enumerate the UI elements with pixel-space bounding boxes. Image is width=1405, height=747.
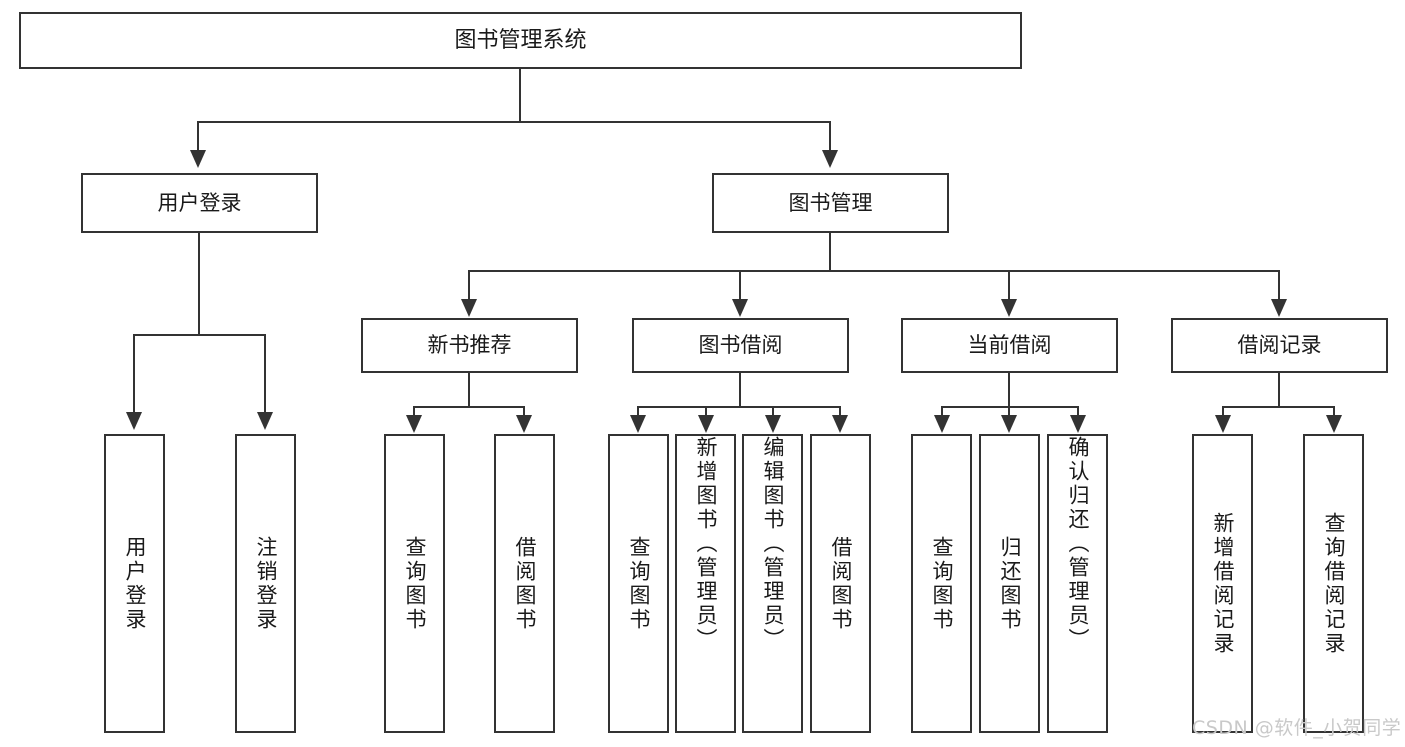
connector-user-login-drop-2	[264, 334, 266, 413]
connector-borrow-record-drop-1	[1222, 406, 1224, 418]
node-label: 用户登录	[123, 535, 147, 632]
leaf-user-login[interactable]: 用户登录	[104, 434, 165, 733]
arrowhead-icon	[257, 412, 273, 430]
arrowhead-icon	[1215, 415, 1231, 433]
arrowhead-icon	[461, 299, 477, 317]
watermark-text: CSDN @软件_小贺同学	[1192, 717, 1402, 739]
node-label: 查询图书	[627, 535, 651, 632]
node-borrow-record[interactable]: 借阅记录	[1171, 318, 1388, 373]
node-book-borrow[interactable]: 图书借阅	[632, 318, 849, 373]
connector-new-book-drop-2	[523, 406, 525, 418]
arrowhead-icon	[630, 415, 646, 433]
connector-current-borrow-drop-1	[941, 406, 943, 418]
node-label: 注销登录	[254, 535, 278, 632]
arrowhead-icon	[126, 412, 142, 430]
leaf-query-book-current[interactable]: 查询图书	[911, 434, 972, 733]
connector-book-mgmt-drop-4	[1278, 270, 1280, 300]
node-current-borrow[interactable]: 当前借阅	[901, 318, 1118, 373]
connector-root-stem	[519, 69, 521, 122]
node-label: 当前借阅	[967, 333, 1052, 358]
connector-user-login-drop-1	[133, 334, 135, 413]
leaf-logout[interactable]: 注销登录	[235, 434, 296, 733]
leaf-query-book-borrow[interactable]: 查询图书	[608, 434, 669, 733]
connector-current-borrow-stem	[1008, 373, 1010, 408]
leaf-confirm-return-admin[interactable]: 确认归还（管理员）	[1047, 434, 1108, 733]
node-label: 归还图书	[998, 535, 1022, 632]
node-label: 图书管理	[788, 190, 873, 215]
node-label: 查询图书	[403, 535, 427, 632]
node-new-book-recommend[interactable]: 新书推荐	[361, 318, 578, 373]
arrowhead-icon	[1001, 299, 1017, 317]
connector-current-borrow-drop-2	[1008, 406, 1010, 418]
arrowhead-icon	[190, 150, 206, 168]
node-label: 图书借阅	[698, 333, 783, 358]
node-label: 查询借阅记录	[1322, 511, 1346, 656]
connector-book-mgmt-stem	[829, 233, 831, 271]
node-label: 用户登录	[157, 190, 242, 215]
connector-book-borrow-drop-3	[772, 406, 774, 418]
connector-book-mgmt-bar	[468, 270, 1280, 272]
connector-current-borrow-bar	[941, 406, 1079, 408]
node-book-management[interactable]: 图书管理	[712, 173, 949, 233]
arrowhead-icon	[516, 415, 532, 433]
connector-root-bar	[197, 121, 831, 123]
leaf-add-borrow-record[interactable]: 新增借阅记录	[1192, 434, 1253, 733]
connector-current-borrow-drop-3	[1077, 406, 1079, 418]
arrowhead-icon	[406, 415, 422, 433]
connector-new-book-drop-1	[413, 406, 415, 418]
arrowhead-icon	[732, 299, 748, 317]
node-label: 借阅图书	[829, 535, 853, 632]
arrowhead-icon	[1070, 415, 1086, 433]
leaf-borrow-book-recommend[interactable]: 借阅图书	[494, 434, 555, 733]
connector-book-borrow-drop-2	[705, 406, 707, 418]
connector-borrow-record-drop-2	[1333, 406, 1335, 418]
connector-new-book-stem	[468, 373, 470, 408]
leaf-borrow-book[interactable]: 借阅图书	[810, 434, 871, 733]
arrowhead-icon	[1326, 415, 1342, 433]
connector-new-book-bar	[413, 406, 525, 408]
node-label: 新增借阅记录	[1211, 511, 1235, 656]
node-label: 借阅图书	[513, 535, 537, 632]
leaf-edit-book-admin[interactable]: 编辑图书（管理员）	[742, 434, 803, 733]
connector-borrow-record-bar	[1222, 406, 1335, 408]
node-label: 借阅记录	[1237, 333, 1322, 358]
arrowhead-icon	[765, 415, 781, 433]
connector-book-borrow-stem	[739, 373, 741, 408]
connector-book-mgmt-drop-1	[468, 270, 470, 300]
arrowhead-icon	[934, 415, 950, 433]
connector-book-borrow-bar	[637, 406, 841, 408]
leaf-return-book[interactable]: 归还图书	[979, 434, 1040, 733]
connector-borrow-record-stem	[1278, 373, 1280, 408]
node-user-login[interactable]: 用户登录	[81, 173, 318, 233]
node-root-system[interactable]: 图书管理系统	[19, 12, 1022, 69]
arrowhead-icon	[832, 415, 848, 433]
node-label: 新书推荐	[427, 333, 512, 358]
connector-user-login-bar	[133, 334, 265, 336]
leaf-query-borrow-record[interactable]: 查询借阅记录	[1303, 434, 1364, 733]
node-label: 编辑图书（管理员）	[761, 436, 785, 652]
connector-root-to-book-mgmt	[829, 121, 831, 151]
connector-book-mgmt-drop-3	[1008, 270, 1010, 300]
node-label: 查询图书	[930, 535, 954, 632]
connector-user-login-stem	[198, 233, 200, 335]
connector-book-borrow-drop-1	[637, 406, 639, 418]
arrowhead-icon	[822, 150, 838, 168]
connector-book-borrow-drop-4	[839, 406, 841, 418]
arrowhead-icon	[1271, 299, 1287, 317]
connector-root-to-user-login	[197, 121, 199, 151]
connector-book-mgmt-drop-2	[739, 270, 741, 300]
node-label: 确认归还（管理员）	[1066, 436, 1090, 652]
node-label: 新增图书（管理员）	[694, 436, 718, 652]
arrowhead-icon	[1001, 415, 1017, 433]
arrowhead-icon	[698, 415, 714, 433]
leaf-query-book-recommend[interactable]: 查询图书	[384, 434, 445, 733]
node-label: 图书管理系统	[454, 27, 587, 53]
leaf-add-book-admin[interactable]: 新增图书（管理员）	[675, 434, 736, 733]
